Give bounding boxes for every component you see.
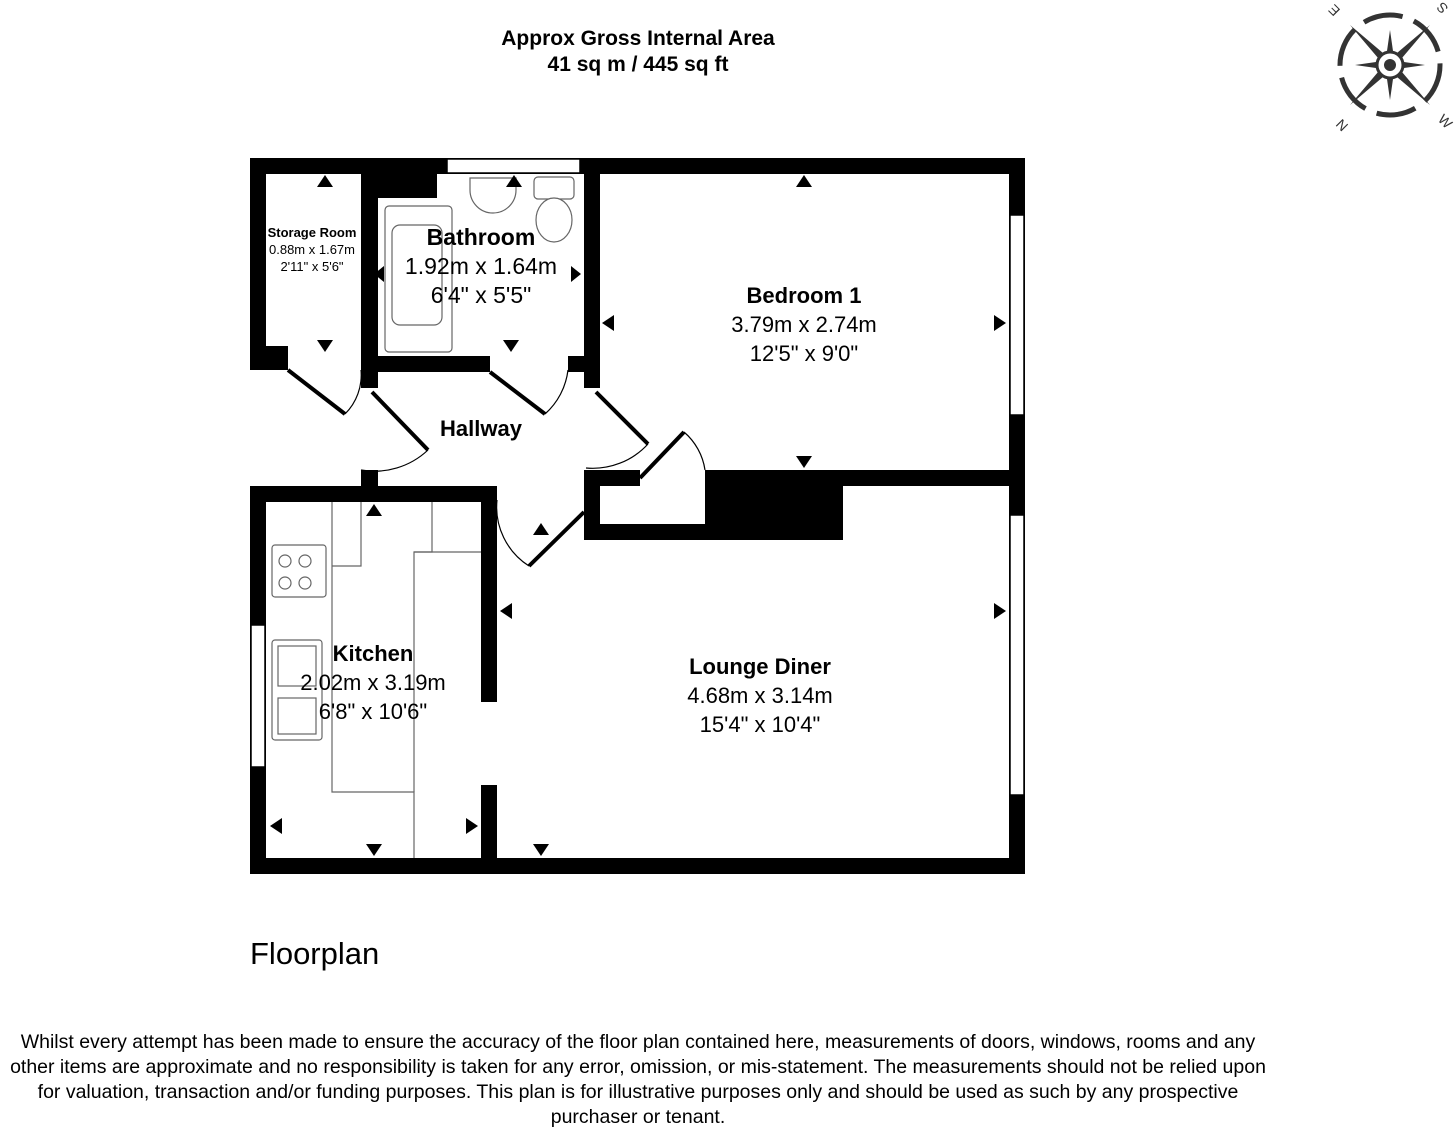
fixtures [271,176,575,858]
room-name: Kitchen [332,641,414,666]
toilet [533,176,575,200]
floor-label: Floorplan [250,936,380,971]
room-bathroom: Bathroom 1.92m x 1.64m 6'4" x 5'5" [405,223,557,310]
room-name: Bedroom 1 [746,283,862,308]
gross-area-header: Approx Gross Internal Area 41 sq m / 445… [438,26,838,78]
washbasin [469,177,517,214]
room-imperial: 12'5" x 9'0" [749,341,859,366]
gross-area-title: Approx Gross Internal Area [501,27,775,50]
room-hallway: Hallway [440,416,522,441]
room-imperial: 2'11" x 5'6" [280,259,344,274]
gross-area-value: 41 sq m / 445 sq ft [547,53,729,76]
doors [286,368,706,568]
svg-text:S: S [1433,0,1451,17]
room-metric: 2.02m x 3.19m [300,670,446,695]
room-bedroom-1: Bedroom 1 3.79m x 2.74m 12'5" x 9'0" [731,281,877,368]
room-imperial: 15'4" x 10'4" [699,712,821,737]
room-metric: 0.88m x 1.67m [269,242,355,257]
room-name: Lounge Diner [689,654,831,679]
windows [250,158,1025,796]
disclaimer: Whilst every attempt has been made to en… [10,1031,1266,1128]
room-name: Storage Room [267,225,357,240]
room-storage: Storage Room 0.88m x 1.67m 2'11" x 5'6" [268,224,357,275]
room-metric: 4.68m x 3.14m [687,683,833,708]
room-metric: 3.79m x 2.74m [731,312,877,337]
dimension-arrows [270,175,1006,856]
kitchen-counter [331,502,415,858]
svg-text:W: W [1435,111,1456,132]
room-kitchen: Kitchen 2.02m x 3.19m 6'8" x 10'6" [300,639,446,726]
compass-icon: N E S W [1325,0,1456,134]
room-name: Bathroom [426,224,536,250]
hob [271,544,327,598]
svg-text:E: E [1325,1,1343,19]
room-imperial: 6'8" x 10'6" [318,699,428,724]
room-metric: 1.92m x 1.64m [404,253,558,279]
room-imperial: 6'4" x 5'5" [430,282,532,308]
svg-text:N: N [1333,116,1351,134]
room-lounge-diner: Lounge Diner 4.68m x 3.14m 15'4" x 10'4" [687,652,833,739]
